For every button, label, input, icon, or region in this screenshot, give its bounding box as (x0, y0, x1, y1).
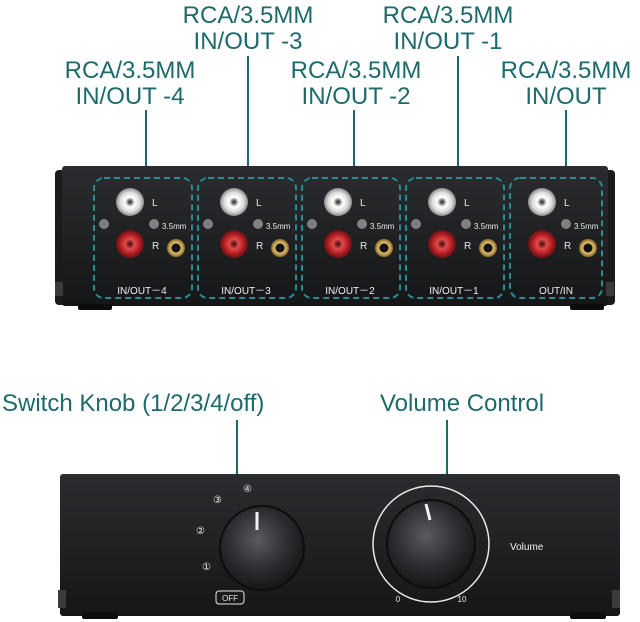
port-bottom-label: OUT/IN (539, 286, 573, 297)
off-label: OFF (222, 594, 238, 603)
audio-jack-3-5mm[interactable] (167, 239, 185, 257)
audio-jack-3-5mm[interactable] (271, 239, 289, 257)
callout-line: RCA/3.5MM (64, 57, 196, 84)
port-bottom-label: IN/OUT－2 (325, 286, 375, 297)
callout-switch-knob: Switch Knob (1/2/3/4/off) (2, 390, 265, 417)
callout-line: IN/OUT -1 (393, 28, 503, 55)
volume-label: Volume (510, 542, 544, 553)
rca-red-jack[interactable] (528, 230, 556, 258)
callout-line: RCA/3.5MM (290, 57, 422, 84)
callout-line: IN/OUT -2 (301, 83, 411, 110)
callout-line: IN/OUT (525, 83, 607, 110)
volume-min-label: 0 (396, 595, 401, 604)
port-group-out: L R 3.5mm OUT/IN (509, 177, 603, 299)
right-label: R (464, 241, 471, 252)
left-label: L (564, 198, 570, 209)
audio-jack-3-5mm[interactable] (479, 239, 497, 257)
callout-line: RCA/3.5MM (382, 2, 514, 29)
position-4-label: ④ (243, 484, 252, 495)
rca-red-jack[interactable] (324, 230, 352, 258)
jack-size-label: 3.5mm (370, 222, 395, 231)
callout-in-out-2: RCA/3.5MM IN/OUT -2 (278, 58, 434, 110)
port-group-1: L R 3.5mm IN/OUT－1 (405, 177, 505, 299)
switch-knob[interactable] (219, 505, 305, 591)
right-label: R (564, 241, 571, 252)
port-group-2: L R 3.5mm IN/OUT－2 (301, 177, 401, 299)
jack-size-label: 3.5mm (162, 222, 187, 231)
port-group-3: L R 3.5mm IN/OUT－3 (197, 177, 297, 299)
right-label: R (152, 241, 159, 252)
right-label: R (256, 241, 263, 252)
callout-line: RCA/3.5MM (182, 2, 314, 29)
audio-jack-3-5mm[interactable] (375, 239, 393, 257)
position-2-label: ② (196, 526, 205, 537)
rca-red-jack[interactable] (428, 230, 456, 258)
left-label: L (152, 198, 158, 209)
callout-in-out-4: RCA/3.5MM IN/OUT -4 (52, 58, 208, 110)
rca-white-jack[interactable] (428, 188, 456, 216)
volume-dial-scale (372, 485, 490, 603)
port-bottom-label: IN/OUT－3 (221, 286, 271, 297)
off-badge (215, 590, 245, 605)
callout-line: IN/OUT -3 (193, 28, 303, 55)
rca-white-jack[interactable] (324, 188, 352, 216)
left-label: L (360, 198, 366, 209)
callout-line: IN/OUT -4 (75, 83, 185, 110)
knob-pointer (424, 503, 432, 521)
callout-in-out-1: RCA/3.5MM IN/OUT -1 (370, 3, 526, 55)
callout-line: RCA/3.5MM (500, 57, 632, 84)
port-bottom-label: IN/OUT－4 (117, 286, 167, 297)
position-1-label: ① (202, 562, 211, 573)
callout-volume-control: Volume Control (380, 390, 545, 417)
rca-red-jack[interactable] (220, 230, 248, 258)
front-panel (58, 474, 620, 619)
volume-knob[interactable] (386, 499, 476, 589)
jack-size-label: 3.5mm (266, 222, 291, 231)
rca-red-jack[interactable] (116, 230, 144, 258)
audio-jack-3-5mm[interactable] (579, 239, 597, 257)
rca-white-jack[interactable] (220, 188, 248, 216)
callout-in-out: RCA/3.5MM IN/OUT (488, 58, 640, 110)
rca-white-jack[interactable] (116, 188, 144, 216)
left-label: L (464, 198, 470, 209)
right-label: R (360, 241, 367, 252)
leader-lines (145, 56, 567, 526)
left-label: L (256, 198, 262, 209)
rca-white-jack[interactable] (528, 188, 556, 216)
port-group-4: L R 3.5mm IN/OUT－4 (93, 177, 193, 299)
callout-in-out-3: RCA/3.5MM IN/OUT -3 (170, 3, 326, 55)
port-bottom-label: IN/OUT－1 (429, 286, 479, 297)
position-3-label: ③ (213, 495, 222, 506)
volume-max-label: 10 (458, 595, 467, 604)
jack-size-label: 3.5mm (574, 222, 599, 231)
jack-size-label: 3.5mm (474, 222, 499, 231)
